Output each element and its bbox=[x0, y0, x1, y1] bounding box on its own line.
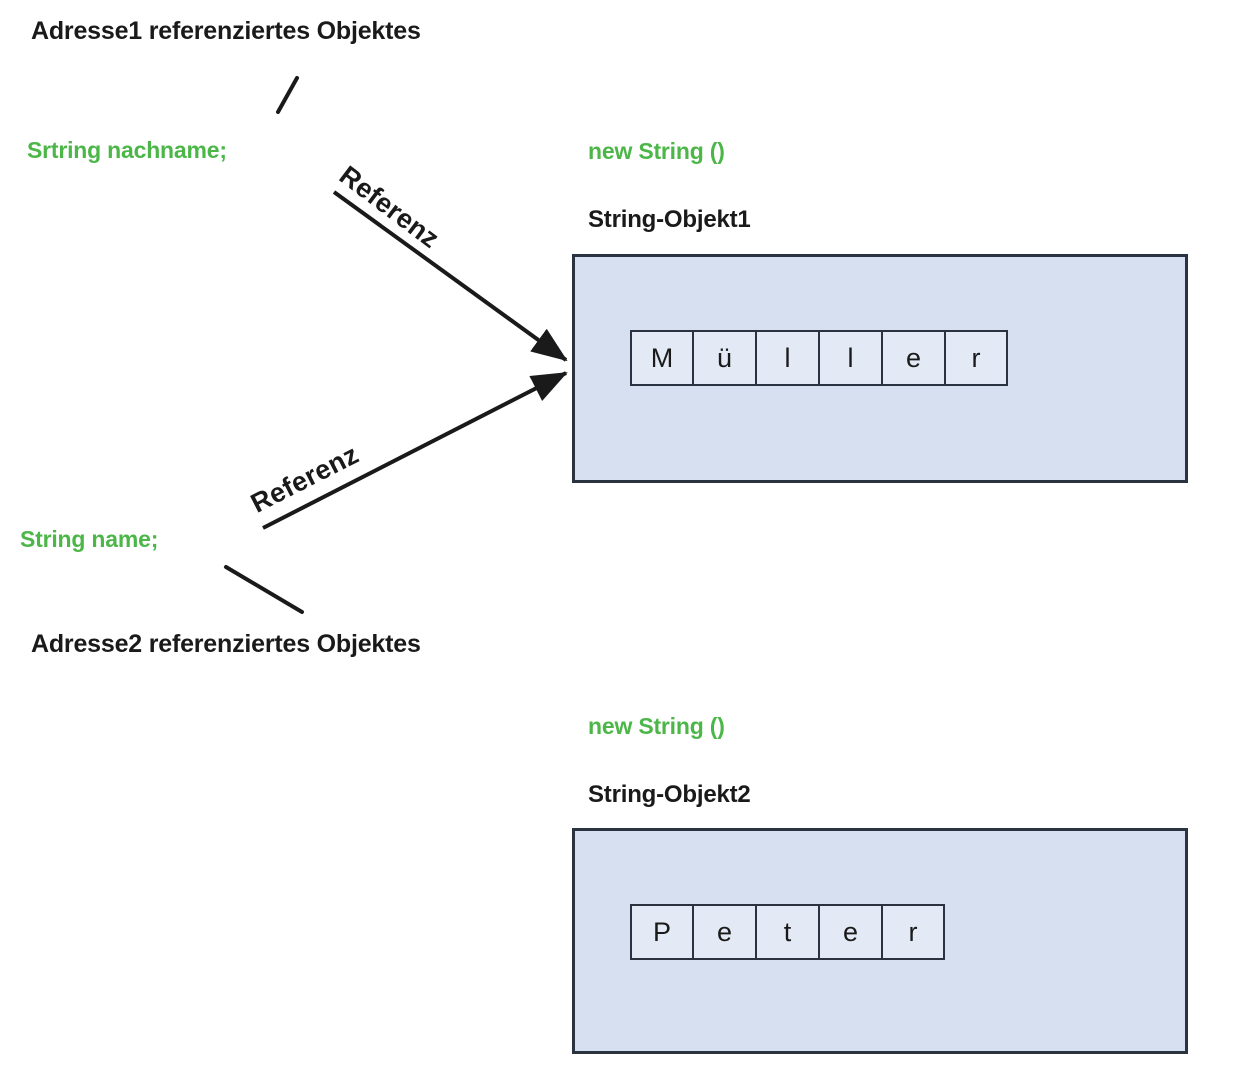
page-title-adresse2: Adresse2 referenziertes Objektes bbox=[31, 630, 421, 658]
char-cell: e bbox=[693, 904, 756, 960]
char-array-2: P e t e r bbox=[630, 904, 945, 960]
char-cell: M bbox=[630, 330, 693, 386]
char-cell: e bbox=[882, 330, 945, 386]
char-cell: r bbox=[882, 904, 945, 960]
char-cell: l bbox=[756, 330, 819, 386]
string-object-box-1: M ü l l e r bbox=[572, 254, 1188, 483]
page-title-adresse1: Adresse1 referenziertes Objektes bbox=[31, 17, 421, 45]
char-cell: ü bbox=[693, 330, 756, 386]
constructor-label-object1: new String () bbox=[588, 138, 725, 164]
char-cell: l bbox=[819, 330, 882, 386]
variable-declaration-nachname: Srtring nachname; bbox=[27, 137, 227, 163]
char-array-1: M ü l l e r bbox=[630, 330, 1008, 386]
char-cell: e bbox=[819, 904, 882, 960]
char-cell: P bbox=[630, 904, 693, 960]
char-cell: t bbox=[756, 904, 819, 960]
leader-line-adresse2 bbox=[224, 565, 304, 614]
reference-arrow-name bbox=[262, 371, 568, 530]
variable-declaration-name: String name; bbox=[20, 526, 159, 552]
constructor-label-object2: new String () bbox=[588, 713, 725, 739]
edge-label-referenz-2: Referenz bbox=[246, 439, 364, 519]
object-title-string-objekt2: String-Objekt2 bbox=[588, 781, 751, 808]
leader-line-adresse1 bbox=[276, 76, 299, 114]
edge-label-referenz-1: Referenz bbox=[333, 160, 446, 255]
reference-arrow-nachname bbox=[332, 190, 568, 362]
char-cell: r bbox=[945, 330, 1008, 386]
object-title-string-objekt1: String-Objekt1 bbox=[588, 206, 751, 233]
string-object-box-2: P e t e r bbox=[572, 828, 1188, 1054]
